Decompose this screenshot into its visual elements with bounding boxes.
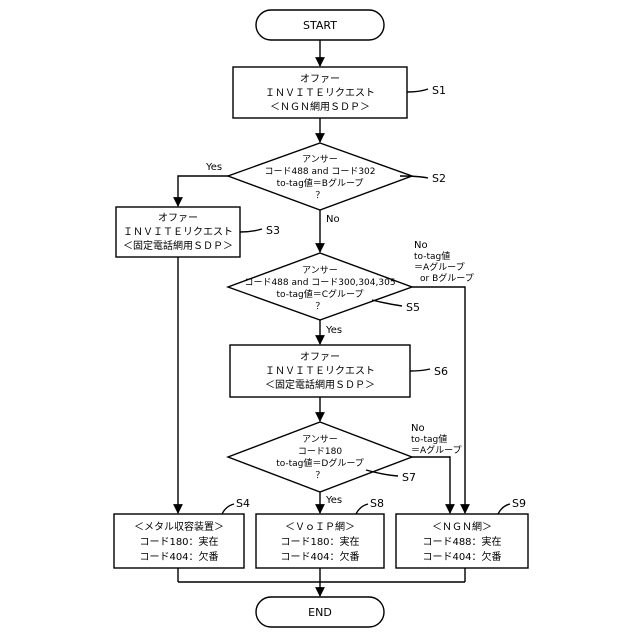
- s2-line-4: ？: [315, 191, 324, 201]
- s5-callout: [372, 300, 402, 306]
- s7-no-line-3: ＝Aグループ: [411, 444, 462, 456]
- s4-line-2: コード180：実在: [139, 535, 218, 548]
- s8-step-label: S8: [370, 497, 384, 510]
- s2-line-2: コード488 and コード302: [264, 167, 375, 177]
- s9-line-1: ＜ＮＧＮ網＞: [432, 520, 492, 533]
- connector-s7-no-s9: [412, 457, 450, 513]
- s6-line-3: ＜固定電話網用ＳＤＰ＞: [265, 378, 375, 391]
- s6-step-label: S6: [434, 365, 448, 378]
- s1-line-1: オファー: [300, 73, 340, 85]
- connector-s5-no-s9: [412, 287, 465, 513]
- s8-line-1: ＜ＶｏＩＰ網＞: [285, 520, 355, 533]
- s9-step-label: S9: [512, 497, 526, 510]
- s8-line-3: コード404：欠番: [280, 550, 359, 563]
- s7-no-line-2: to-tag値: [411, 433, 447, 445]
- s1-step-label: S1: [432, 84, 446, 97]
- s5-no-line-4: or Bグループ: [420, 272, 474, 284]
- s3-line-2: ＩＮＶＩＴＥリクエスト: [123, 226, 233, 238]
- s2-line-1: アンサー: [302, 154, 338, 165]
- s7-line-2: コード180: [298, 447, 342, 457]
- s7-line-4: ？: [315, 471, 324, 481]
- s8-line-2: コード180：実在: [280, 535, 359, 548]
- s6-line-1: オファー: [300, 351, 340, 363]
- connector-s2-yes-s3: [178, 176, 232, 206]
- s7-yes-label: Yes: [325, 495, 342, 506]
- s7-step-label: S7: [402, 471, 416, 484]
- s9-line-3: コード404：欠番: [422, 550, 501, 563]
- s7-decision: アンサー コード180 to-tag値＝Dグループ ？: [228, 422, 412, 492]
- s3-line-3: ＜固定電話網用ＳＤＰ＞: [123, 239, 233, 252]
- s6-callout: [410, 369, 430, 371]
- s4-callout: [222, 504, 234, 514]
- s8-callout: [356, 504, 368, 514]
- s1-process: オファー ＩＮＶＩＴＥリクエスト ＜ＮＧＮ網用ＳＤＰ＞: [233, 67, 407, 118]
- s3-process: オファー ＩＮＶＩＴＥリクエスト ＜固定電話網用ＳＤＰ＞: [116, 207, 240, 257]
- s3-line-1: オファー: [158, 212, 198, 224]
- s4-step-label: S4: [236, 497, 250, 510]
- s5-decision: アンサー コード488 and コード300,304,305 to-tag値＝C…: [228, 253, 412, 320]
- start-label: START: [303, 19, 337, 32]
- s5-step-label: S5: [406, 301, 420, 314]
- s5-line-3: to-tag値＝Cグループ: [277, 288, 364, 300]
- s2-no-label: No: [326, 214, 340, 225]
- s2-decision: アンサー コード488 and コード302 to-tag値＝Bグループ ？: [228, 143, 412, 210]
- s3-callout: [240, 229, 262, 232]
- s1-callout: [407, 89, 428, 92]
- s5-no-line-2: to-tag値: [414, 250, 450, 262]
- s5-line-2: コード488 and コード300,304,305: [244, 278, 395, 288]
- s9-callout: [498, 504, 510, 514]
- s2-line-3: to-tag値＝Bグループ: [277, 177, 364, 189]
- s5-no-line-3: ＝Aグループ: [414, 261, 465, 273]
- end-terminal: END: [256, 597, 384, 627]
- s6-process: オファー ＩＮＶＩＴＥリクエスト ＜固定電話網用ＳＤＰ＞: [230, 345, 410, 397]
- s3-step-label: S3: [266, 224, 280, 237]
- s2-step-label: S2: [432, 172, 446, 185]
- s5-yes-label: Yes: [325, 325, 342, 336]
- s4-result: ＜メタル収容装置＞ コード180：実在 コード404：欠番: [114, 514, 244, 568]
- s5-line-1: アンサー: [302, 265, 338, 276]
- start-terminal: START: [256, 10, 384, 40]
- s6-line-2: ＩＮＶＩＴＥリクエスト: [265, 365, 375, 377]
- s7-no-line-1: No: [411, 423, 425, 434]
- s4-line-1: ＜メタル収容装置＞: [134, 520, 224, 533]
- s2-yes-label: Yes: [205, 162, 222, 173]
- s7-line-3: to-tag値＝Dグループ: [276, 457, 364, 469]
- s4-line-3: コード404：欠番: [139, 550, 218, 563]
- end-label: END: [308, 606, 332, 619]
- s9-line-2: コード488：実在: [422, 535, 501, 548]
- s7-line-1: アンサー: [302, 434, 338, 445]
- s9-result: ＜ＮＧＮ網＞ コード488：実在 コード404：欠番: [396, 514, 528, 568]
- s1-line-3: ＜ＮＧＮ網用ＳＤＰ＞: [270, 100, 370, 113]
- s1-line-2: ＩＮＶＩＴＥリクエスト: [265, 87, 375, 99]
- s5-line-4: ？: [315, 302, 324, 312]
- s5-no-line-1: No: [414, 240, 428, 251]
- s8-result: ＜ＶｏＩＰ網＞ コード180：実在 コード404：欠番: [256, 514, 384, 568]
